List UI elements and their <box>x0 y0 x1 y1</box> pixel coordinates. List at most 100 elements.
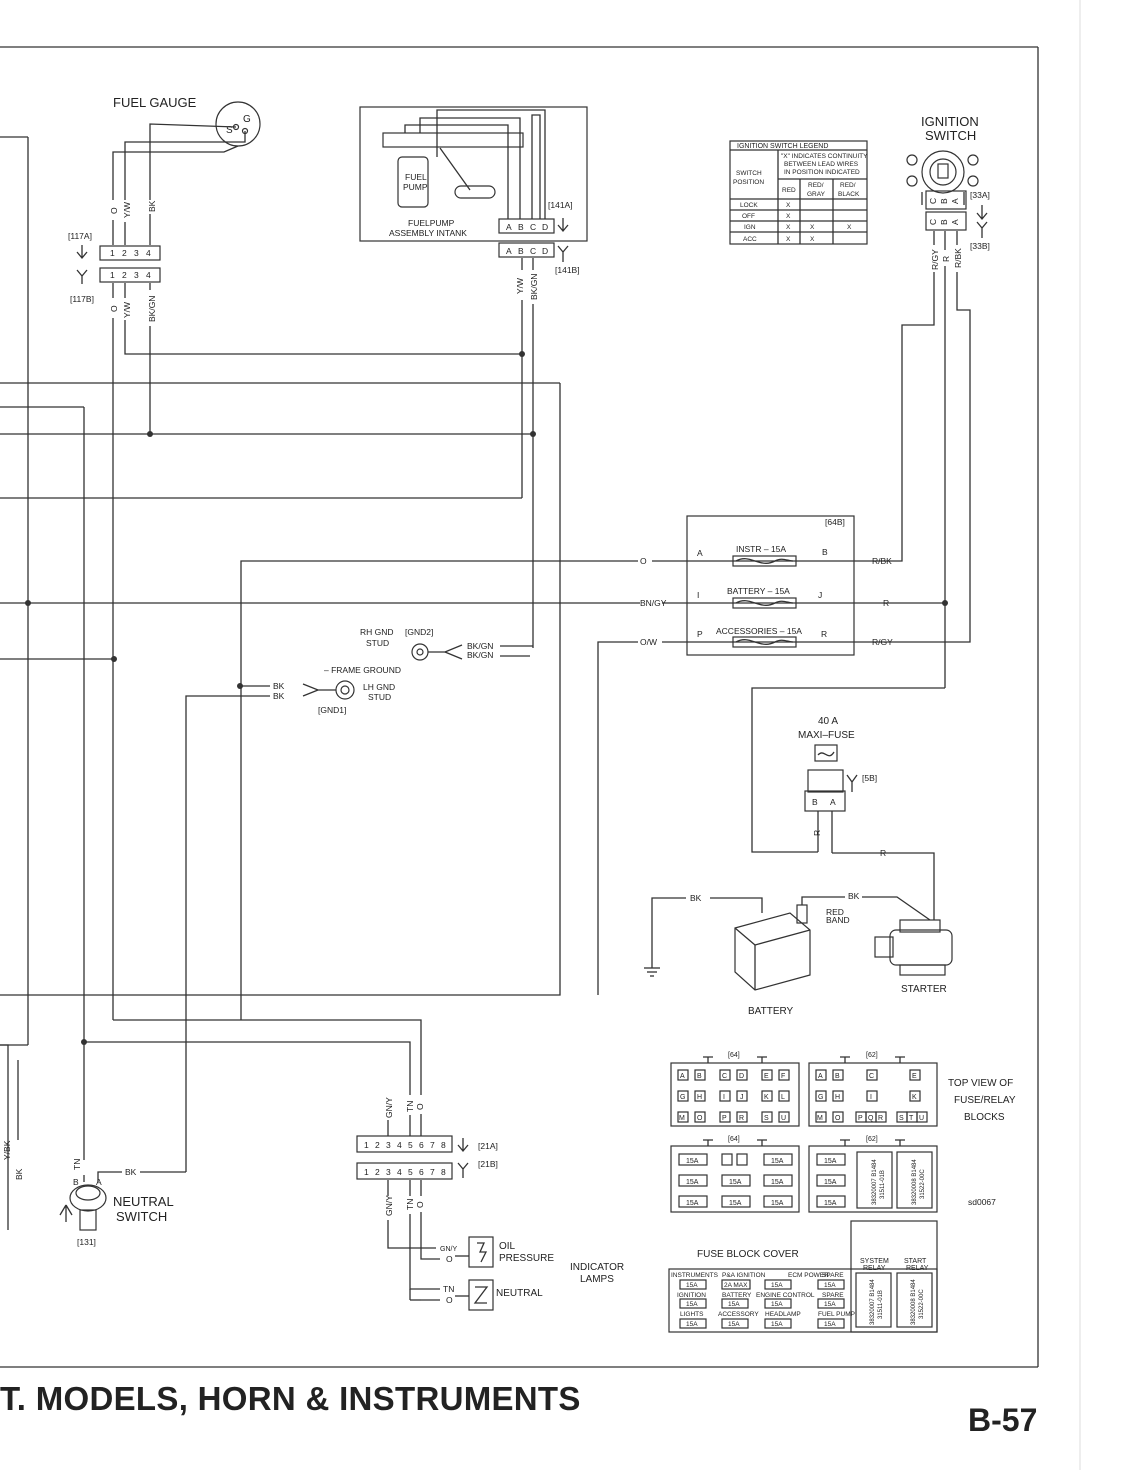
svg-text:BN/GY: BN/GY <box>640 598 667 608</box>
svg-text:38320007 B1484: 38320007 B1484 <box>872 1159 878 1205</box>
battery-icon <box>734 912 811 991</box>
svg-text:H: H <box>835 1094 840 1101</box>
svg-text:A: A <box>96 1177 102 1187</box>
svg-text:BLACK: BLACK <box>838 191 860 198</box>
svg-text:O: O <box>640 556 647 566</box>
svg-text:15A: 15A <box>686 1301 698 1308</box>
svg-text:BLOCKS: BLOCKS <box>964 1112 1005 1123</box>
svg-text:3: 3 <box>386 1167 391 1177</box>
svg-text:STUD: STUD <box>366 638 389 648</box>
svg-text:O: O <box>446 1254 453 1264</box>
svg-text:C: C <box>928 219 938 225</box>
connector-21a: 1 2 3 4 5 6 7 8 [21A] <box>356 1135 498 1153</box>
svg-text:BK: BK <box>273 681 285 691</box>
svg-text:B: B <box>697 1073 702 1080</box>
svg-text:15A: 15A <box>771 1282 783 1289</box>
svg-text:[117B]: [117B] <box>70 294 94 304</box>
svg-text:I: I <box>723 1094 725 1101</box>
svg-text:RH GND: RH GND <box>360 627 394 637</box>
svg-text:[62]: [62] <box>866 1136 878 1143</box>
svg-text:U: U <box>781 1115 786 1122</box>
svg-text:O: O <box>835 1115 841 1122</box>
svg-text:ACCESSORIES – 15A: ACCESSORIES – 15A <box>716 626 802 636</box>
page-footer-title: T. MODELS, HORN & INSTRUMENTS <box>0 1380 581 1417</box>
svg-text:sd0067: sd0067 <box>968 1197 996 1207</box>
svg-text:15A: 15A <box>771 1200 784 1207</box>
svg-text:2: 2 <box>375 1167 380 1177</box>
svg-text:INDICATOR: INDICATOR <box>570 1262 624 1273</box>
svg-text:O: O <box>109 305 119 312</box>
maxi-fuse-icon <box>814 744 838 762</box>
svg-text:A: A <box>950 198 960 204</box>
svg-text:ECM POWER: ECM POWER <box>788 1272 829 1279</box>
starter: STARTER <box>874 919 953 995</box>
svg-text:FUEL: FUEL <box>405 172 427 182</box>
svg-text:5: 5 <box>408 1140 413 1150</box>
svg-text:M: M <box>817 1115 823 1122</box>
svg-text:1: 1 <box>110 270 115 280</box>
svg-text:15A: 15A <box>824 1200 837 1207</box>
svg-text:Y/W: Y/W <box>515 278 525 294</box>
svg-text:TOP VIEW OF: TOP VIEW OF <box>948 1078 1013 1089</box>
svg-text:8: 8 <box>441 1140 446 1150</box>
svg-text:P&A IGNITION: P&A IGNITION <box>722 1272 766 1279</box>
svg-text:RED: RED <box>826 907 844 917</box>
svg-text:C: C <box>928 198 938 204</box>
svg-text:R: R <box>821 629 827 639</box>
svg-text:6: 6 <box>419 1140 424 1150</box>
svg-text:BK: BK <box>848 891 860 901</box>
svg-text:I: I <box>870 1094 872 1101</box>
svg-text:STARTER: STARTER <box>901 984 947 995</box>
starter-icon <box>889 929 953 966</box>
svg-text:RELAY: RELAY <box>906 1265 929 1272</box>
svg-text:SWITCH: SWITCH <box>116 1209 167 1224</box>
svg-text:4: 4 <box>146 270 151 280</box>
svg-text:[GND2]: [GND2] <box>405 627 433 637</box>
svg-text:S: S <box>899 1115 904 1122</box>
fuel-gauge-icon <box>215 101 261 147</box>
system-relay-icon <box>856 1151 893 1209</box>
svg-text:SPARE: SPARE <box>822 1292 844 1299</box>
fuel-pump-icon <box>397 156 429 208</box>
svg-text:RELAY: RELAY <box>863 1265 886 1272</box>
svg-text:15A: 15A <box>824 1179 837 1186</box>
svg-text:"X" INDICATES CONTINUITY: "X" INDICATES CONTINUITY <box>781 153 868 160</box>
ignition-switch: IGNITION SWITCH <box>906 114 979 205</box>
svg-text:H: H <box>697 1094 702 1101</box>
svg-text:GN/Y: GN/Y <box>384 1195 394 1216</box>
top-view-fuse-relay-blocks: TOP VIEW OF FUSE/RELAY BLOCKS sd0067 [64… <box>670 1052 1016 1213</box>
svg-text:[141B]: [141B] <box>555 265 580 275</box>
relay-block-62-top <box>808 1062 938 1127</box>
svg-text:[21B]: [21B] <box>478 1159 498 1169</box>
svg-text:15A: 15A <box>824 1282 836 1289</box>
svg-text:G: G <box>818 1094 823 1101</box>
svg-text:2: 2 <box>122 270 127 280</box>
svg-text:F: F <box>781 1073 785 1080</box>
svg-text:LOCK: LOCK <box>740 202 758 209</box>
svg-text:31511-01B: 31511-01B <box>880 1170 886 1199</box>
svg-text:[5B]: [5B] <box>862 773 877 783</box>
svg-text:E: E <box>912 1073 917 1080</box>
svg-text:TN: TN <box>72 1159 82 1170</box>
svg-text:2: 2 <box>122 248 127 258</box>
svg-text:B: B <box>822 547 828 557</box>
svg-text:FUEL PUMP: FUEL PUMP <box>818 1311 855 1318</box>
svg-text:BK: BK <box>14 1168 24 1180</box>
svg-text:TN: TN <box>443 1284 454 1294</box>
svg-text:[131]: [131] <box>77 1237 96 1247</box>
svg-text:[62]: [62] <box>866 1052 878 1059</box>
svg-text:BK: BK <box>147 200 157 212</box>
svg-text:O: O <box>446 1295 453 1305</box>
neutral-switch-icon <box>69 1184 107 1212</box>
svg-text:R/GY: R/GY <box>930 249 940 270</box>
fuel-gauge: FUEL GAUGE S G <box>113 95 261 147</box>
svg-text:FUSE BLOCK COVER: FUSE BLOCK COVER <box>697 1249 799 1260</box>
svg-text:BK/GN: BK/GN <box>467 650 493 660</box>
svg-text:D: D <box>739 1073 744 1080</box>
svg-text:INSTR – 15A: INSTR – 15A <box>736 544 786 554</box>
svg-text:SWITCH: SWITCH <box>925 128 976 143</box>
page-number: B-57 <box>968 1402 1038 1438</box>
svg-text:15A: 15A <box>729 1179 742 1186</box>
svg-text:3: 3 <box>386 1140 391 1150</box>
svg-text:4: 4 <box>397 1167 402 1177</box>
